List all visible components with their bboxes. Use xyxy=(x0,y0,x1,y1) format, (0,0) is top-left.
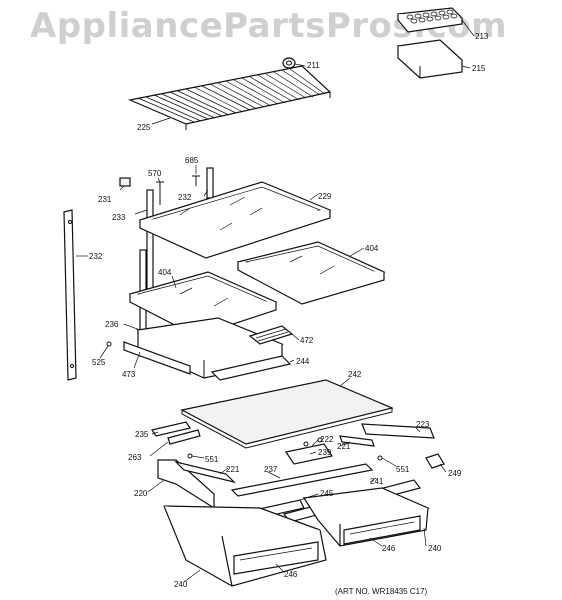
part-label-551-right: 551 xyxy=(396,465,410,474)
part-label-223: 223 xyxy=(416,420,430,429)
part-label-685: 685 xyxy=(185,156,199,165)
part-label-237: 237 xyxy=(264,465,278,474)
side-rail-left xyxy=(63,209,77,381)
part-label-263: 263 xyxy=(128,453,142,462)
cover-supports xyxy=(151,421,445,469)
part-label-239: 239 xyxy=(318,448,332,457)
part-label-213: 213 xyxy=(475,32,489,41)
part-label-211: 211 xyxy=(307,61,320,70)
art-number: (ART NO. WR18435 C17) xyxy=(335,587,428,596)
part-label-525: 525 xyxy=(92,358,106,367)
part-label-245: 245 xyxy=(320,489,334,498)
storage-bin xyxy=(396,39,464,79)
part-label-221-upper: 221 xyxy=(337,442,351,451)
part-label-215: 215 xyxy=(472,64,486,73)
glass-shelf-left xyxy=(128,271,278,337)
part-label-473: 473 xyxy=(122,370,136,379)
part-label-246-left: 246 xyxy=(284,570,298,579)
part-label-404-right: 404 xyxy=(365,244,379,253)
part-label-220: 220 xyxy=(134,489,148,498)
glass-shelf-right xyxy=(236,241,386,305)
crisper-glass-cover xyxy=(180,379,394,449)
part-label-242: 242 xyxy=(348,370,362,379)
part-label-235: 235 xyxy=(135,430,149,439)
glass-shelf-top xyxy=(138,181,332,259)
part-label-249: 249 xyxy=(448,469,462,478)
part-label-236: 236 xyxy=(105,320,119,329)
part-label-231: 231 xyxy=(98,195,112,204)
part-label-570: 570 xyxy=(148,169,162,178)
shelf-support-knob xyxy=(282,57,296,69)
part-label-222: 222 xyxy=(320,435,334,444)
hardware-clips xyxy=(119,175,200,205)
crisper-drawer-right xyxy=(302,487,431,547)
part-labels: 211 213 215 225 685 570 231 232 229 233 … xyxy=(89,32,489,589)
part-label-232-upper: 232 xyxy=(178,193,192,202)
part-label-551-left: 551 xyxy=(205,455,219,464)
part-label-246-right: 246 xyxy=(382,544,396,553)
part-label-241: 241 xyxy=(370,477,384,486)
part-label-244: 244 xyxy=(296,357,310,366)
part-label-240-left: 240 xyxy=(174,580,188,589)
crisper-side-supports xyxy=(157,459,236,510)
part-label-225: 225 xyxy=(137,123,151,132)
leader-lines xyxy=(76,19,475,583)
part-label-404-left: 404 xyxy=(158,268,172,277)
wire-shelf xyxy=(127,65,332,130)
part-label-229: 229 xyxy=(318,192,332,201)
crisper-drawer-left xyxy=(163,505,327,587)
part-label-233: 233 xyxy=(112,213,126,222)
part-label-221-lower: 221 xyxy=(226,465,240,474)
egg-tray xyxy=(396,7,464,33)
part-label-232-left: 232 xyxy=(89,252,103,261)
part-label-240-right: 240 xyxy=(428,544,442,553)
part-label-472: 472 xyxy=(300,336,314,345)
